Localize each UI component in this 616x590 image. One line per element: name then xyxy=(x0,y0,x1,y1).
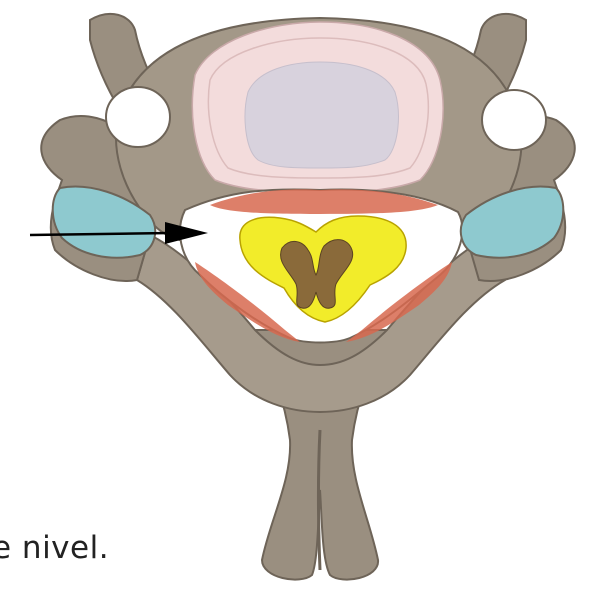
left-transverse-foramen xyxy=(106,87,170,147)
caption-text: e nivel. xyxy=(0,530,109,566)
disc-nucleus xyxy=(245,62,398,168)
right-transverse-foramen xyxy=(482,90,546,150)
spinous-process-groove xyxy=(319,430,321,570)
